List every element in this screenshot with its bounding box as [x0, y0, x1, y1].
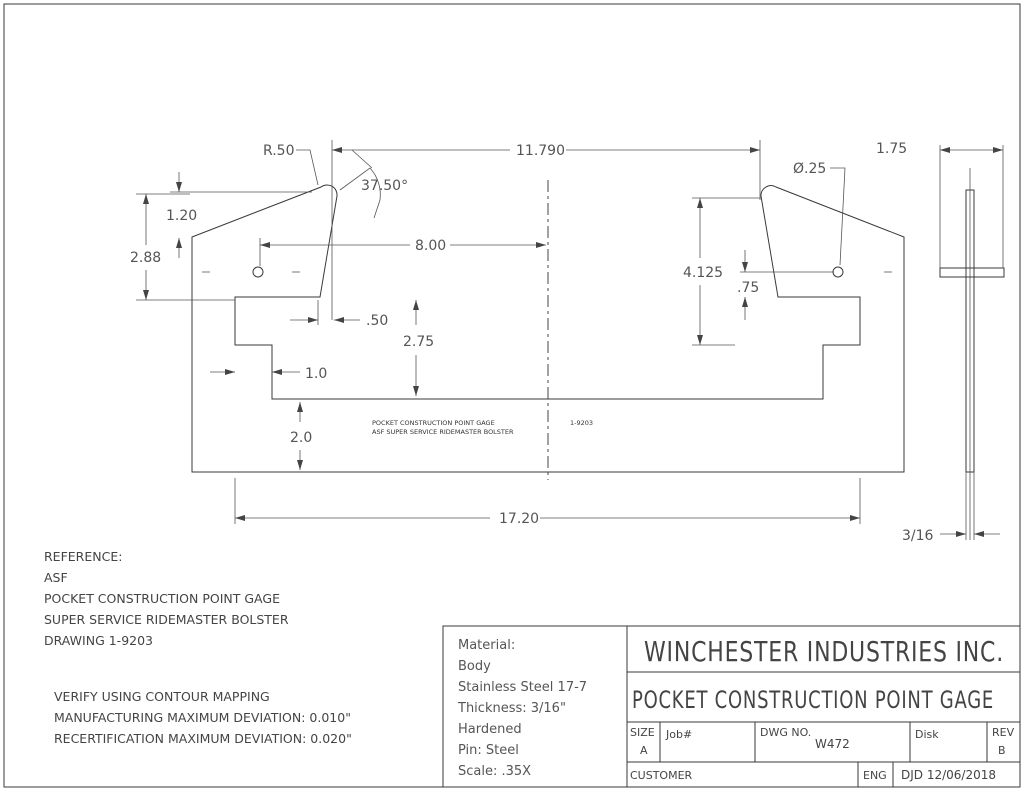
part-drawing-ref: 1-9203 [570, 419, 593, 427]
svg-text:SUPER SERVICE RIDEMASTER BOLST: SUPER SERVICE RIDEMASTER BOLSTER [44, 612, 289, 627]
svg-text:DRAWING 1-9203: DRAWING 1-9203 [44, 633, 153, 648]
dim-275: 2.75 [403, 334, 434, 350]
svg-text:Body: Body [458, 659, 491, 674]
sheet-border [3, 3, 1021, 788]
dim-20: 2.0 [290, 430, 312, 446]
dim-50: .50 [366, 313, 388, 329]
dim-120: 1.20 [166, 208, 197, 224]
pin-hole-right [832, 266, 844, 278]
svg-text:Material:: Material: [458, 638, 515, 653]
dim-75: .75 [737, 280, 759, 296]
material-notes: Material: Body Stainless Steel 17-7 Thic… [457, 638, 587, 779]
dim-4125: 4.125 [683, 265, 723, 281]
svg-text:Hardened: Hardened [458, 722, 522, 737]
verify-notes: VERIFY USING CONTOUR MAPPING MANUFACTURI… [54, 689, 352, 746]
eng-value: DJD 12/06/2018 [901, 768, 996, 782]
dwg-no-label: DWG NO. [760, 726, 811, 739]
part-label-line2: ASF SUPER SERVICE RIDEMASTER BOLSTER [372, 428, 514, 436]
rev-value: B [998, 744, 1006, 757]
dim-dia25: Ø.25 [793, 161, 826, 177]
dim-175: 1.75 [876, 141, 907, 157]
dim-r50: R.50 [263, 143, 295, 159]
title-block: Material: Body Stainless Steel 17-7 Thic… [442, 625, 1021, 788]
svg-text:REFERENCE:: REFERENCE: [44, 549, 122, 564]
dim-3750: 37.50° [361, 178, 408, 194]
dim-1720: 17.20 [499, 511, 539, 527]
rev-label: REV [992, 726, 1015, 739]
eng-label: ENG [863, 769, 887, 782]
svg-text:Thickness: 3/16": Thickness: 3/16" [457, 701, 566, 716]
size-label: SIZE [630, 726, 655, 739]
dimension-lines [136, 140, 861, 524]
svg-text:RECERTIFICATION MAXIMUM DEVIAT: RECERTIFICATION MAXIMUM DEVIATION: 0.020… [54, 731, 352, 746]
svg-text:Pin: Steel: Pin: Steel [458, 743, 519, 758]
svg-text:VERIFY USING CONTOUR MAPPING: VERIFY USING CONTOUR MAPPING [54, 689, 270, 704]
job-label: Job# [665, 728, 692, 741]
part-label-line1: POCKET CONSTRUCTION POINT GAGE [372, 419, 495, 427]
svg-text:Scale: .35X: Scale: .35X [458, 764, 531, 779]
reference-notes: REFERENCE: ASF POCKET CONSTRUCTION POINT… [44, 549, 289, 648]
dwg-no-value: W472 [815, 737, 850, 751]
dim-316: 3/16 [902, 528, 934, 544]
disk-label: Disk [915, 728, 939, 741]
dim-10: 1.0 [305, 366, 327, 382]
svg-text:Stainless Steel 17-7: Stainless Steel 17-7 [458, 680, 587, 695]
drawing-title: POCKET CONSTRUCTION POINT GAGE [632, 686, 994, 714]
size-value: A [640, 744, 648, 757]
svg-text:MANUFACTURING MAXIMUM DEVIATIO: MANUFACTURING MAXIMUM DEVIATION: 0.010" [54, 710, 351, 725]
customer-label: CUSTOMER [630, 769, 693, 782]
dim-800: 8.00 [415, 238, 446, 254]
gage-body-outline [191, 180, 905, 480]
svg-text:ASF: ASF [44, 570, 68, 585]
dimension-labels: R.50 11.790 1.75 37.50° Ø.25 1.20 2.88 8… [130, 141, 934, 544]
dim-288: 2.88 [130, 250, 161, 266]
dim-11790: 11.790 [516, 143, 565, 159]
svg-text:POCKET CONSTRUCTION POINT GAGE: POCKET CONSTRUCTION POINT GAGE [44, 591, 280, 606]
company-name: WINCHESTER INDUSTRIES INC. [644, 635, 1004, 668]
pin-hole-left [252, 266, 264, 278]
side-view [939, 145, 1005, 540]
